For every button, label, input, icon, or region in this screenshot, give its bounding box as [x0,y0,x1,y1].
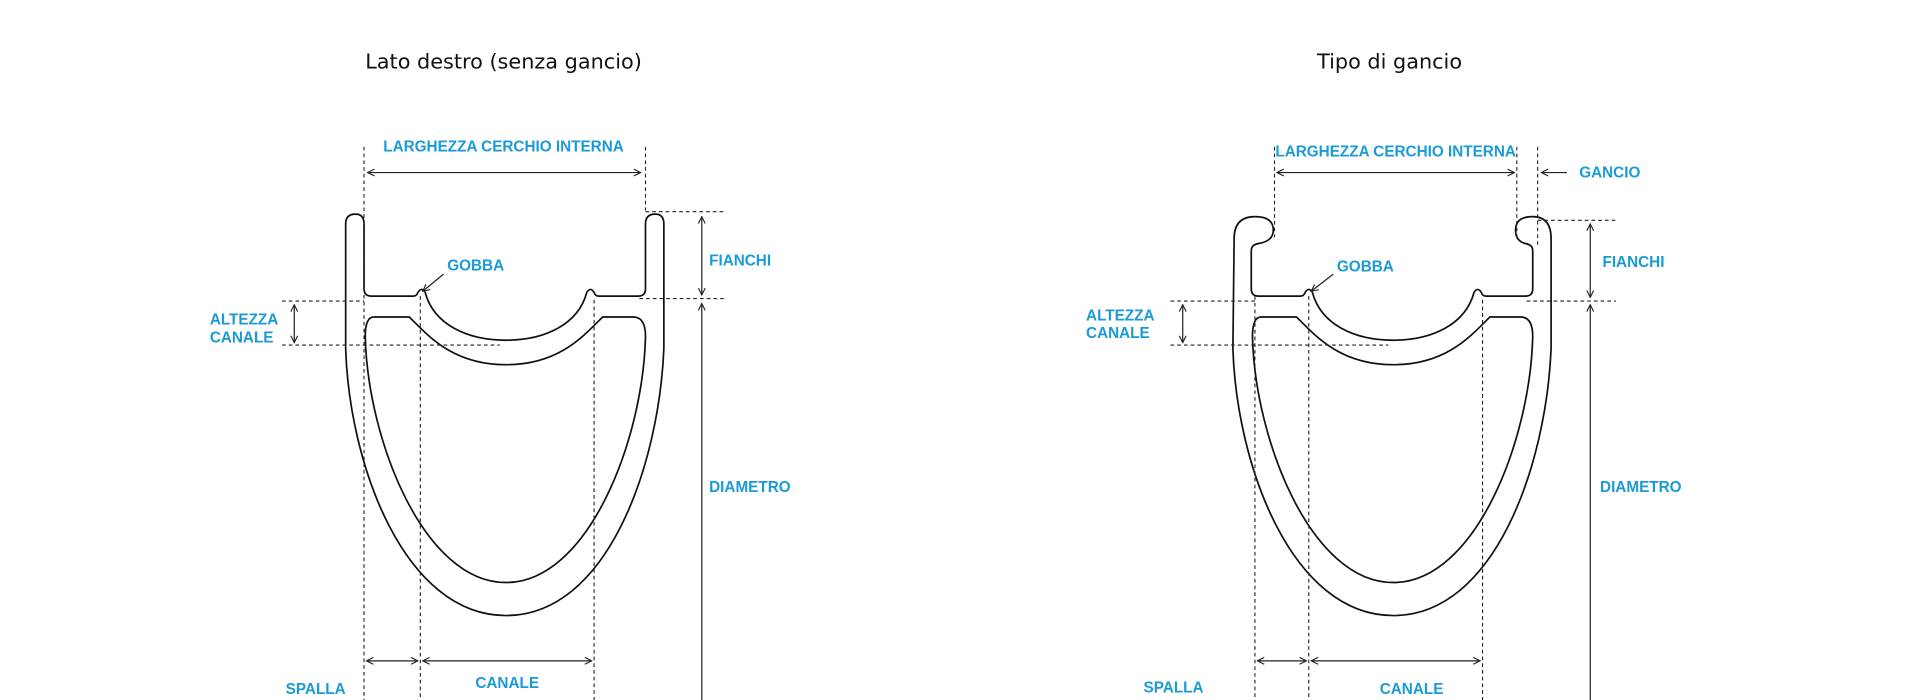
sidewalls-label: FIANCHI [709,253,771,270]
channel-label: CANALE [475,675,539,692]
shoulder-label: SPALLA [286,681,346,698]
hookless-rim-cavity [364,316,647,584]
hump-label: GOBBA [447,257,504,274]
channel-depth-label-line1: ALTEZZA [210,311,278,328]
channel-depth-label-line1: ALTEZZA [1086,308,1154,325]
hooked-title: Tipo di gancio [1316,50,1462,74]
inner-width-label: LARGHEZZA CERCHIO INTERNA [1275,144,1516,161]
diameter-label: DIAMETRO [709,479,791,496]
sidewalls-label: FIANCHI [1602,254,1664,271]
channel-label: CANALE [1380,681,1444,698]
hump-label: GOBBA [1337,259,1394,276]
shoulder-label: SPALLA [1144,680,1204,697]
hookless-title: Lato destro (senza gancio) [365,50,642,74]
channel-depth-label-line2: CANALE [210,330,274,347]
hook-label: GANCIO [1579,164,1640,181]
hooked-dimension-lines [1170,146,1616,700]
inner-width-label: LARGHEZZA CERCHIO INTERNA [383,139,624,156]
hooked-rim-cavity [1251,316,1534,584]
channel-depth-label-line2: CANALE [1086,325,1150,342]
hookless-dimension-lines [282,146,727,700]
hookless-rim-outline [344,213,665,617]
hookless-rim-diagram: Lato destro (senza gancio) LARGHEZZA CER… [210,50,791,700]
hooked-rim-outline [1232,215,1552,617]
hooked-rim-diagram: Tipo di gancio LARGHEZZA CERCHIO INTERNA… [1086,50,1682,700]
diameter-label: DIAMETRO [1600,479,1682,496]
